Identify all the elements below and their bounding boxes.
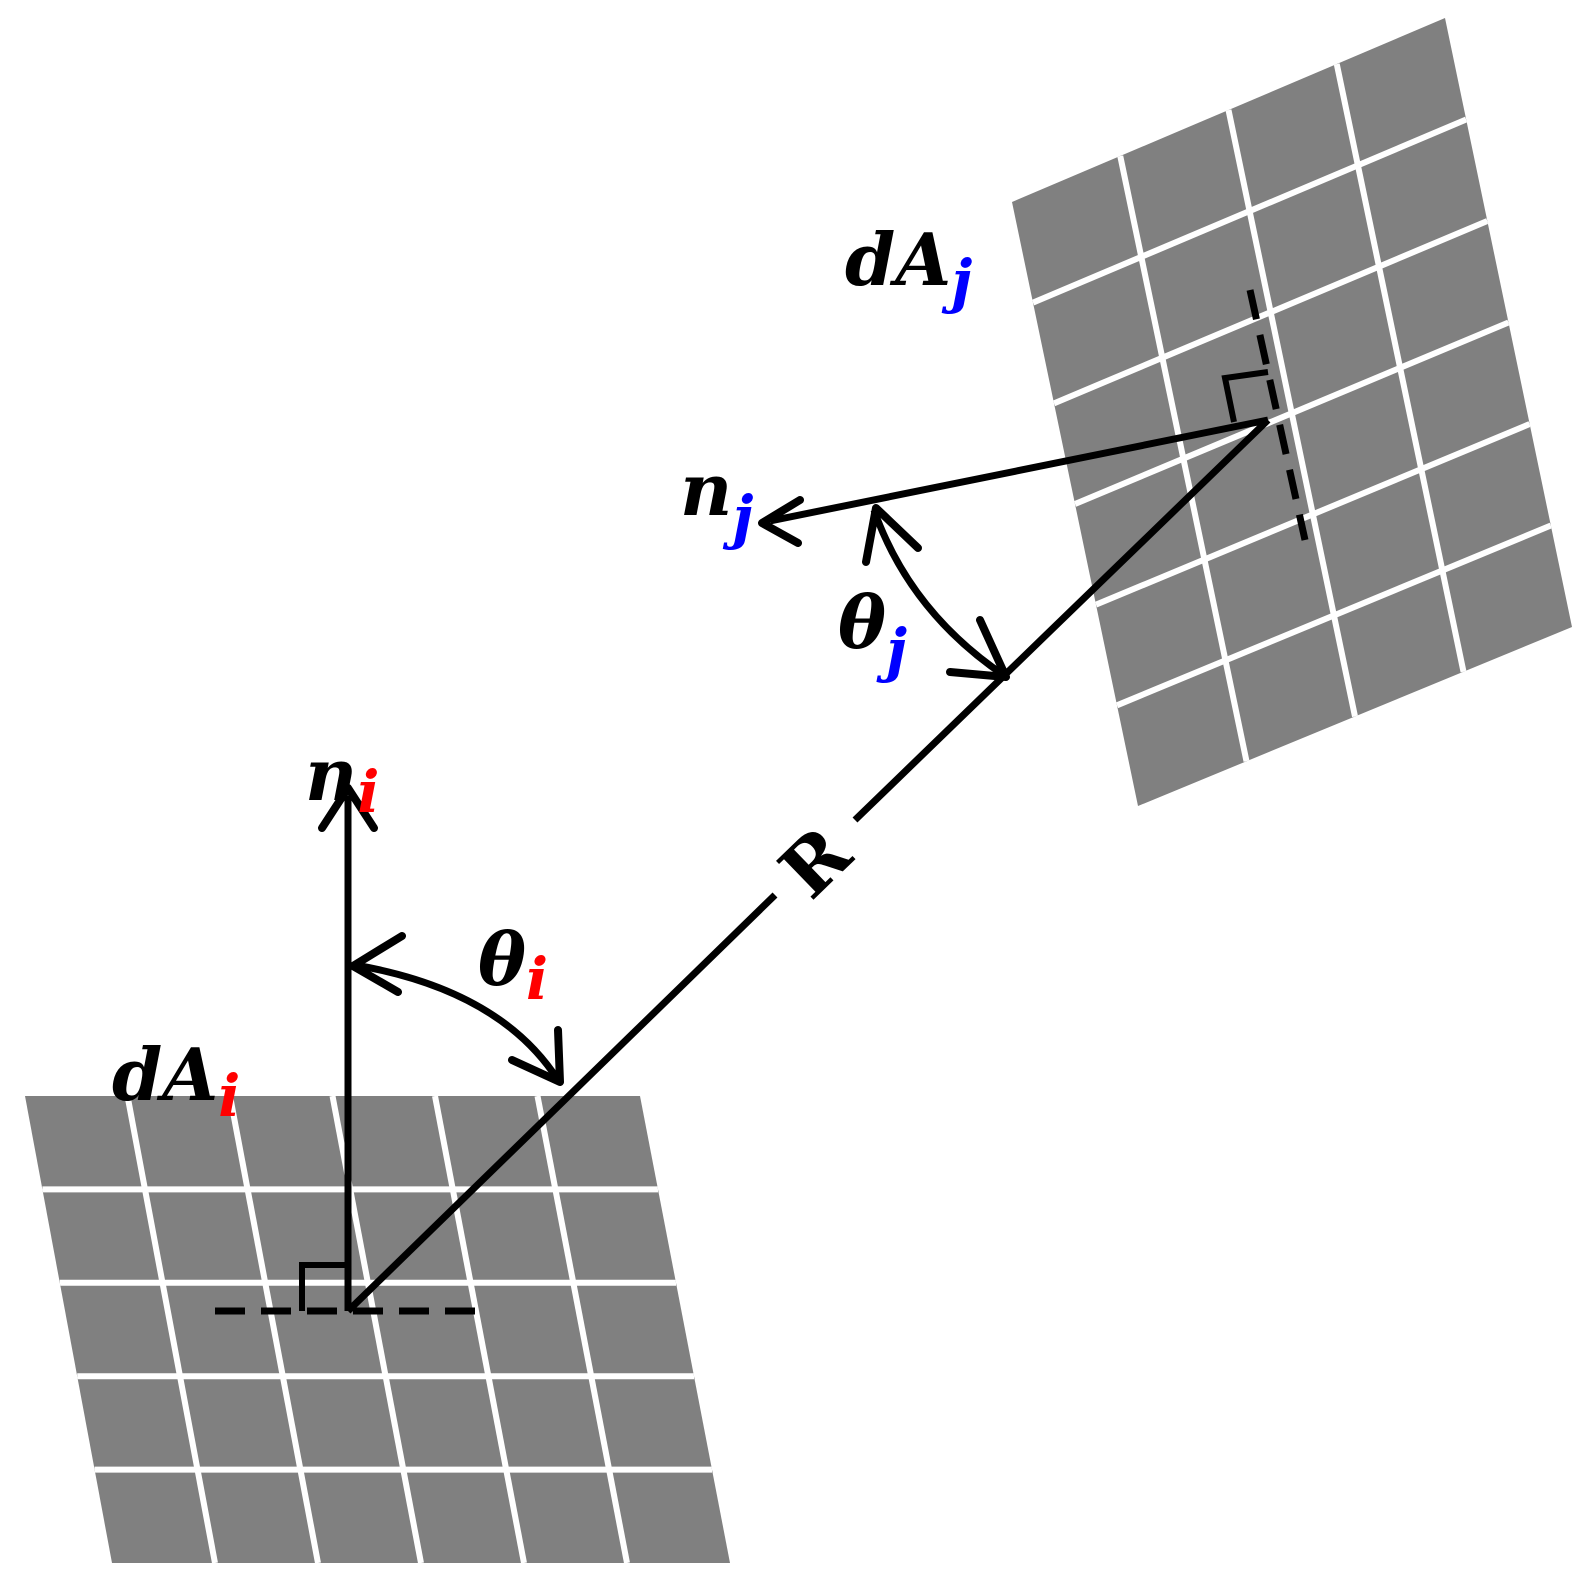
patch-i-grid-line — [534, 1096, 630, 1563]
patch-j-grid-line — [1031, 116, 1468, 306]
surface-patch-i — [25, 1096, 730, 1563]
patch-i-grid-line — [227, 1096, 321, 1563]
arrowhead-icon — [318, 784, 378, 832]
arrowhead-icon — [862, 504, 922, 566]
angle-arc-j — [862, 504, 1010, 681]
normal-vector-j — [758, 416, 1269, 547]
normal-vector-i — [318, 784, 378, 1311]
right-angle-marker-j — [1221, 369, 1269, 423]
label-theta-i: θi — [478, 917, 548, 1013]
patch-i-grid-line — [124, 1096, 218, 1563]
right-angle-marker-i — [299, 1262, 348, 1311]
label-dA-j: dAj — [845, 217, 972, 315]
patch-j-grid-line — [1073, 319, 1510, 507]
patch-i-grid-line — [432, 1096, 527, 1563]
label-theta-j: θj — [838, 580, 907, 684]
patch-j-grid-line — [1052, 218, 1489, 407]
tangent-line-j — [1246, 289, 1309, 541]
patch-j-grid-line — [1094, 421, 1531, 608]
angle-arc-i — [349, 932, 564, 1086]
arrowhead-icon — [946, 616, 1010, 681]
label-n-i: ni — [305, 732, 379, 826]
patch-j-grid-line — [1115, 522, 1552, 709]
patch-j-grid — [1031, 63, 1552, 762]
arrowhead-icon — [508, 1026, 564, 1086]
label-dA-i: dAi — [112, 1032, 240, 1130]
arrowhead-icon — [349, 932, 406, 996]
arrowhead-icon — [758, 496, 804, 547]
patch-i-grid — [42, 1096, 712, 1563]
label-r: R — [764, 810, 868, 915]
surface-patch-j — [1012, 18, 1572, 806]
distance-line-r — [345, 417, 1271, 1314]
label-n-j: nj — [680, 447, 753, 551]
